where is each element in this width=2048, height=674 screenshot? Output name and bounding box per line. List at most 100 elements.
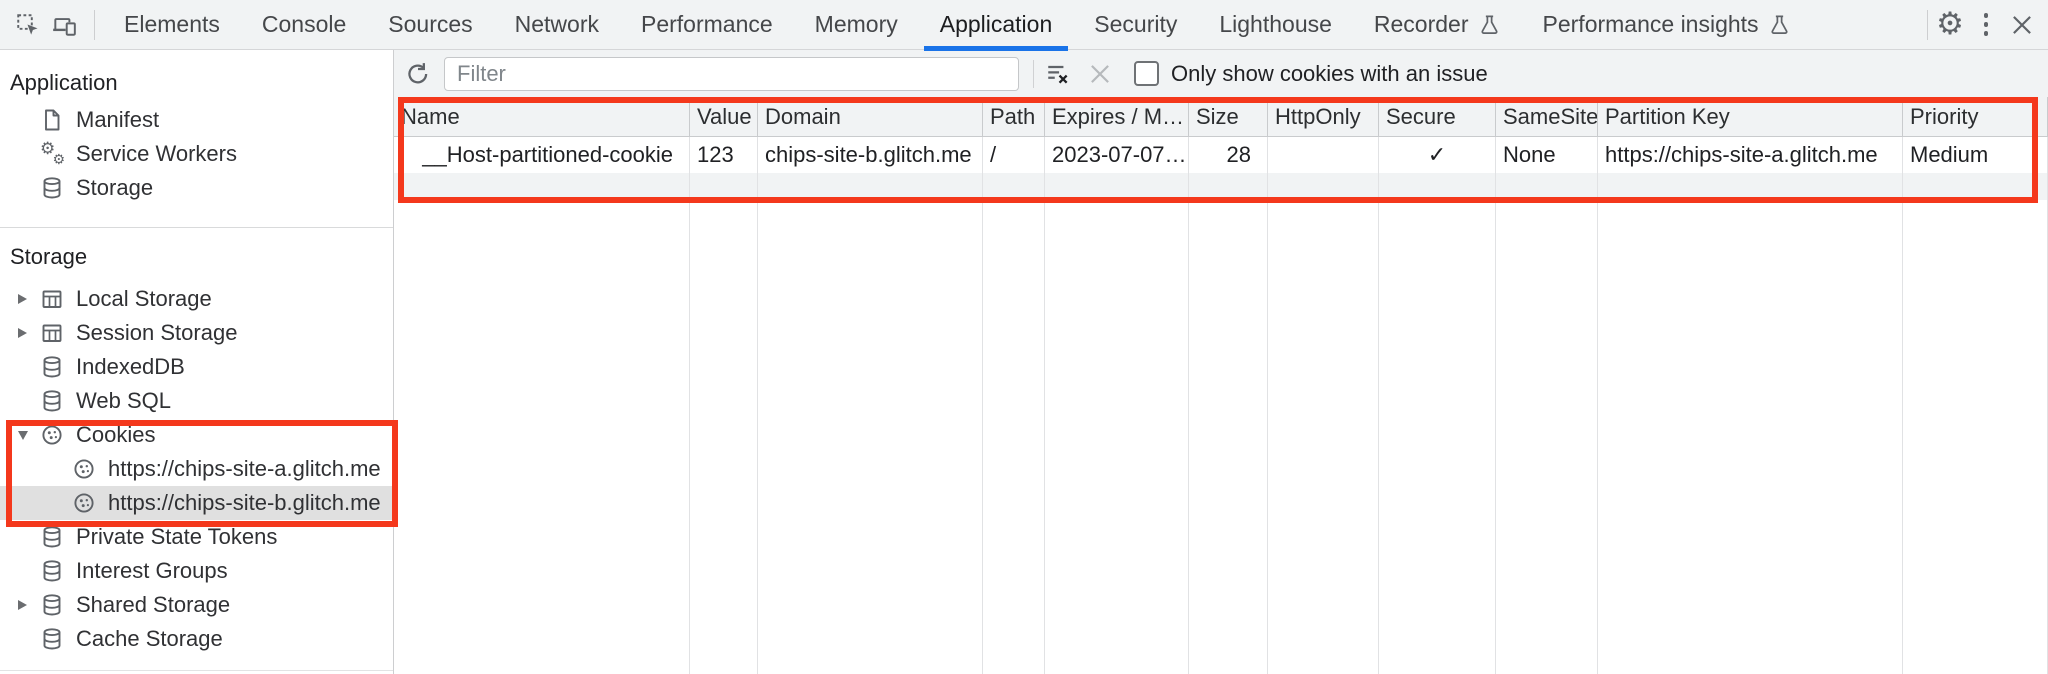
tab-network[interactable]: Network xyxy=(494,0,620,49)
settings-gear-icon[interactable]: ⚙ xyxy=(1936,6,1964,42)
sidebar-item-cookies[interactable]: Cookies xyxy=(0,418,393,452)
col-header-httponly[interactable]: HttpOnly xyxy=(1268,97,1379,136)
sidebar-item-label: Manifest xyxy=(76,107,160,132)
sidebar-item-cookies-chips-site-a[interactable]: https://chips-site-a.glitch.me xyxy=(0,452,393,486)
sidebar-item-label: Service Workers xyxy=(76,141,237,166)
empty-cell xyxy=(690,173,758,200)
sidebar-item-manifest[interactable]: Manifest xyxy=(0,103,393,137)
empty-cell xyxy=(758,200,983,674)
file-icon xyxy=(40,108,64,132)
delete-all-cookies-icon[interactable] xyxy=(1082,56,1118,92)
empty-cell xyxy=(1379,200,1496,674)
refresh-icon[interactable] xyxy=(400,56,436,92)
tab-lighthouse[interactable]: Lighthouse xyxy=(1198,0,1353,49)
empty-cell xyxy=(394,173,690,200)
cell-size[interactable]: 28 xyxy=(1189,137,1268,173)
database-icon xyxy=(40,525,64,549)
col-header-partition-key[interactable]: Partition Key xyxy=(1598,97,1903,136)
expand-arrow[interactable] xyxy=(18,294,40,304)
sidebar-item-local-storage[interactable]: Local Storage xyxy=(0,282,393,316)
section-title: Storage xyxy=(10,244,88,269)
sidebar-item-cookies-chips-site-b[interactable]: https://chips-site-b.glitch.me xyxy=(0,486,393,520)
sidebar-item-label: Shared Storage xyxy=(76,592,231,617)
cell-httponly[interactable] xyxy=(1268,137,1379,173)
tab-security[interactable]: Security xyxy=(1073,0,1198,49)
section-title: Application xyxy=(10,70,118,95)
sidebar-item-cache-storage[interactable]: Cache Storage xyxy=(0,622,393,656)
inspect-element-icon[interactable] xyxy=(10,7,46,43)
cell-value[interactable]: 123 xyxy=(690,137,758,173)
sidebar-item-web-sql[interactable]: Web SQL xyxy=(0,384,393,418)
sidebar-item-label: Local Storage xyxy=(76,286,212,311)
tab-recorder[interactable]: Recorder xyxy=(1353,0,1522,49)
empty-cell xyxy=(1903,173,2048,200)
tab-performance[interactable]: Performance xyxy=(620,0,794,49)
col-header-samesite[interactable]: SameSite xyxy=(1496,97,1598,136)
col-header-secure[interactable]: Secure xyxy=(1379,97,1496,136)
chevron-right-icon xyxy=(18,294,27,304)
chevron-right-icon xyxy=(18,600,27,610)
devtools-controls: ⚙ xyxy=(1915,7,2048,43)
col-header-priority[interactable]: Priority xyxy=(1903,97,2048,136)
tab-label: Recorder xyxy=(1373,11,1469,37)
clear-filter-icon[interactable] xyxy=(1040,56,1076,92)
tab-sources[interactable]: Sources xyxy=(367,0,493,49)
tab-label: Application xyxy=(939,11,1053,37)
device-toolbar-icon[interactable] xyxy=(46,7,82,43)
more-options-kebab-icon[interactable] xyxy=(1968,7,2004,43)
cookie-icon xyxy=(72,491,96,515)
cell-samesite[interactable]: None xyxy=(1496,137,1598,173)
sidebar-item-service-workers[interactable]: ⚙⚙ Service Workers xyxy=(0,137,393,171)
only-show-issue-label[interactable]: Only show cookies with an issue xyxy=(1171,60,1488,86)
collapse-arrow[interactable] xyxy=(18,430,40,440)
cookie-icon xyxy=(40,423,64,447)
empty-cell xyxy=(690,200,758,674)
tab-label: Sources xyxy=(388,11,473,37)
panel-tabs: Elements Console Sources Network Perform… xyxy=(103,0,1812,51)
cookie-table-row[interactable]: __Host-partitioned-cookie 123 chips-site… xyxy=(394,137,2048,173)
cell-partition-key[interactable]: https://chips-site-a.glitch.me xyxy=(1598,137,1903,173)
tab-elements[interactable]: Elements xyxy=(103,0,241,49)
empty-cell xyxy=(1903,200,2048,674)
sidebar-item-session-storage[interactable]: Session Storage xyxy=(0,316,393,350)
cell-path[interactable]: / xyxy=(983,137,1045,173)
sidebar-item-interest-groups[interactable]: Interest Groups xyxy=(0,554,393,588)
sidebar-item-label: Web SQL xyxy=(76,388,171,413)
col-header-expires[interactable]: Expires / M… xyxy=(1045,97,1189,136)
sidebar-item-label: IndexedDB xyxy=(76,354,185,379)
cell-domain[interactable]: chips-site-b.glitch.me xyxy=(758,137,983,173)
empty-cell xyxy=(983,173,1045,200)
expand-arrow[interactable] xyxy=(18,600,40,610)
cell-priority[interactable]: Medium xyxy=(1903,137,2048,173)
cell-expires[interactable]: 2023-07-07… xyxy=(1045,137,1189,173)
col-header-name[interactable]: Name xyxy=(394,97,690,136)
controls-divider xyxy=(1927,9,1928,40)
sidebar-item-storage[interactable]: Storage xyxy=(0,171,393,205)
section-divider xyxy=(0,227,393,228)
cookie-icon xyxy=(72,457,96,481)
expand-arrow[interactable] xyxy=(18,328,40,338)
col-header-path[interactable]: Path xyxy=(983,97,1045,136)
tab-label: Console xyxy=(261,11,347,37)
col-header-value[interactable]: Value xyxy=(690,97,758,136)
sidebar-item-private-state-tokens[interactable]: Private State Tokens xyxy=(0,520,393,554)
empty-cell xyxy=(1189,173,1268,200)
close-devtools-icon[interactable] xyxy=(2004,7,2040,43)
sidebar-item-shared-storage[interactable]: Shared Storage xyxy=(0,588,393,622)
tab-memory[interactable]: Memory xyxy=(794,0,919,49)
tab-console[interactable]: Console xyxy=(241,0,367,49)
empty-cell xyxy=(1598,200,1903,674)
cell-name[interactable]: __Host-partitioned-cookie xyxy=(394,137,690,173)
only-show-issue-checkbox[interactable] xyxy=(1134,61,1159,86)
experimental-flask-icon xyxy=(1478,13,1501,36)
tab-label: Performance insights xyxy=(1542,11,1759,37)
database-icon xyxy=(40,593,64,617)
tab-performance-insights[interactable]: Performance insights xyxy=(1522,0,1812,49)
filter-input[interactable] xyxy=(444,56,1019,91)
tab-application[interactable]: Application xyxy=(919,0,1074,51)
cell-secure-checkmark[interactable]: ✓ xyxy=(1379,137,1496,173)
sidebar-item-indexeddb[interactable]: IndexedDB xyxy=(0,350,393,384)
col-header-size[interactable]: Size xyxy=(1189,97,1268,136)
col-header-domain[interactable]: Domain xyxy=(758,97,983,136)
database-icon xyxy=(40,176,64,200)
